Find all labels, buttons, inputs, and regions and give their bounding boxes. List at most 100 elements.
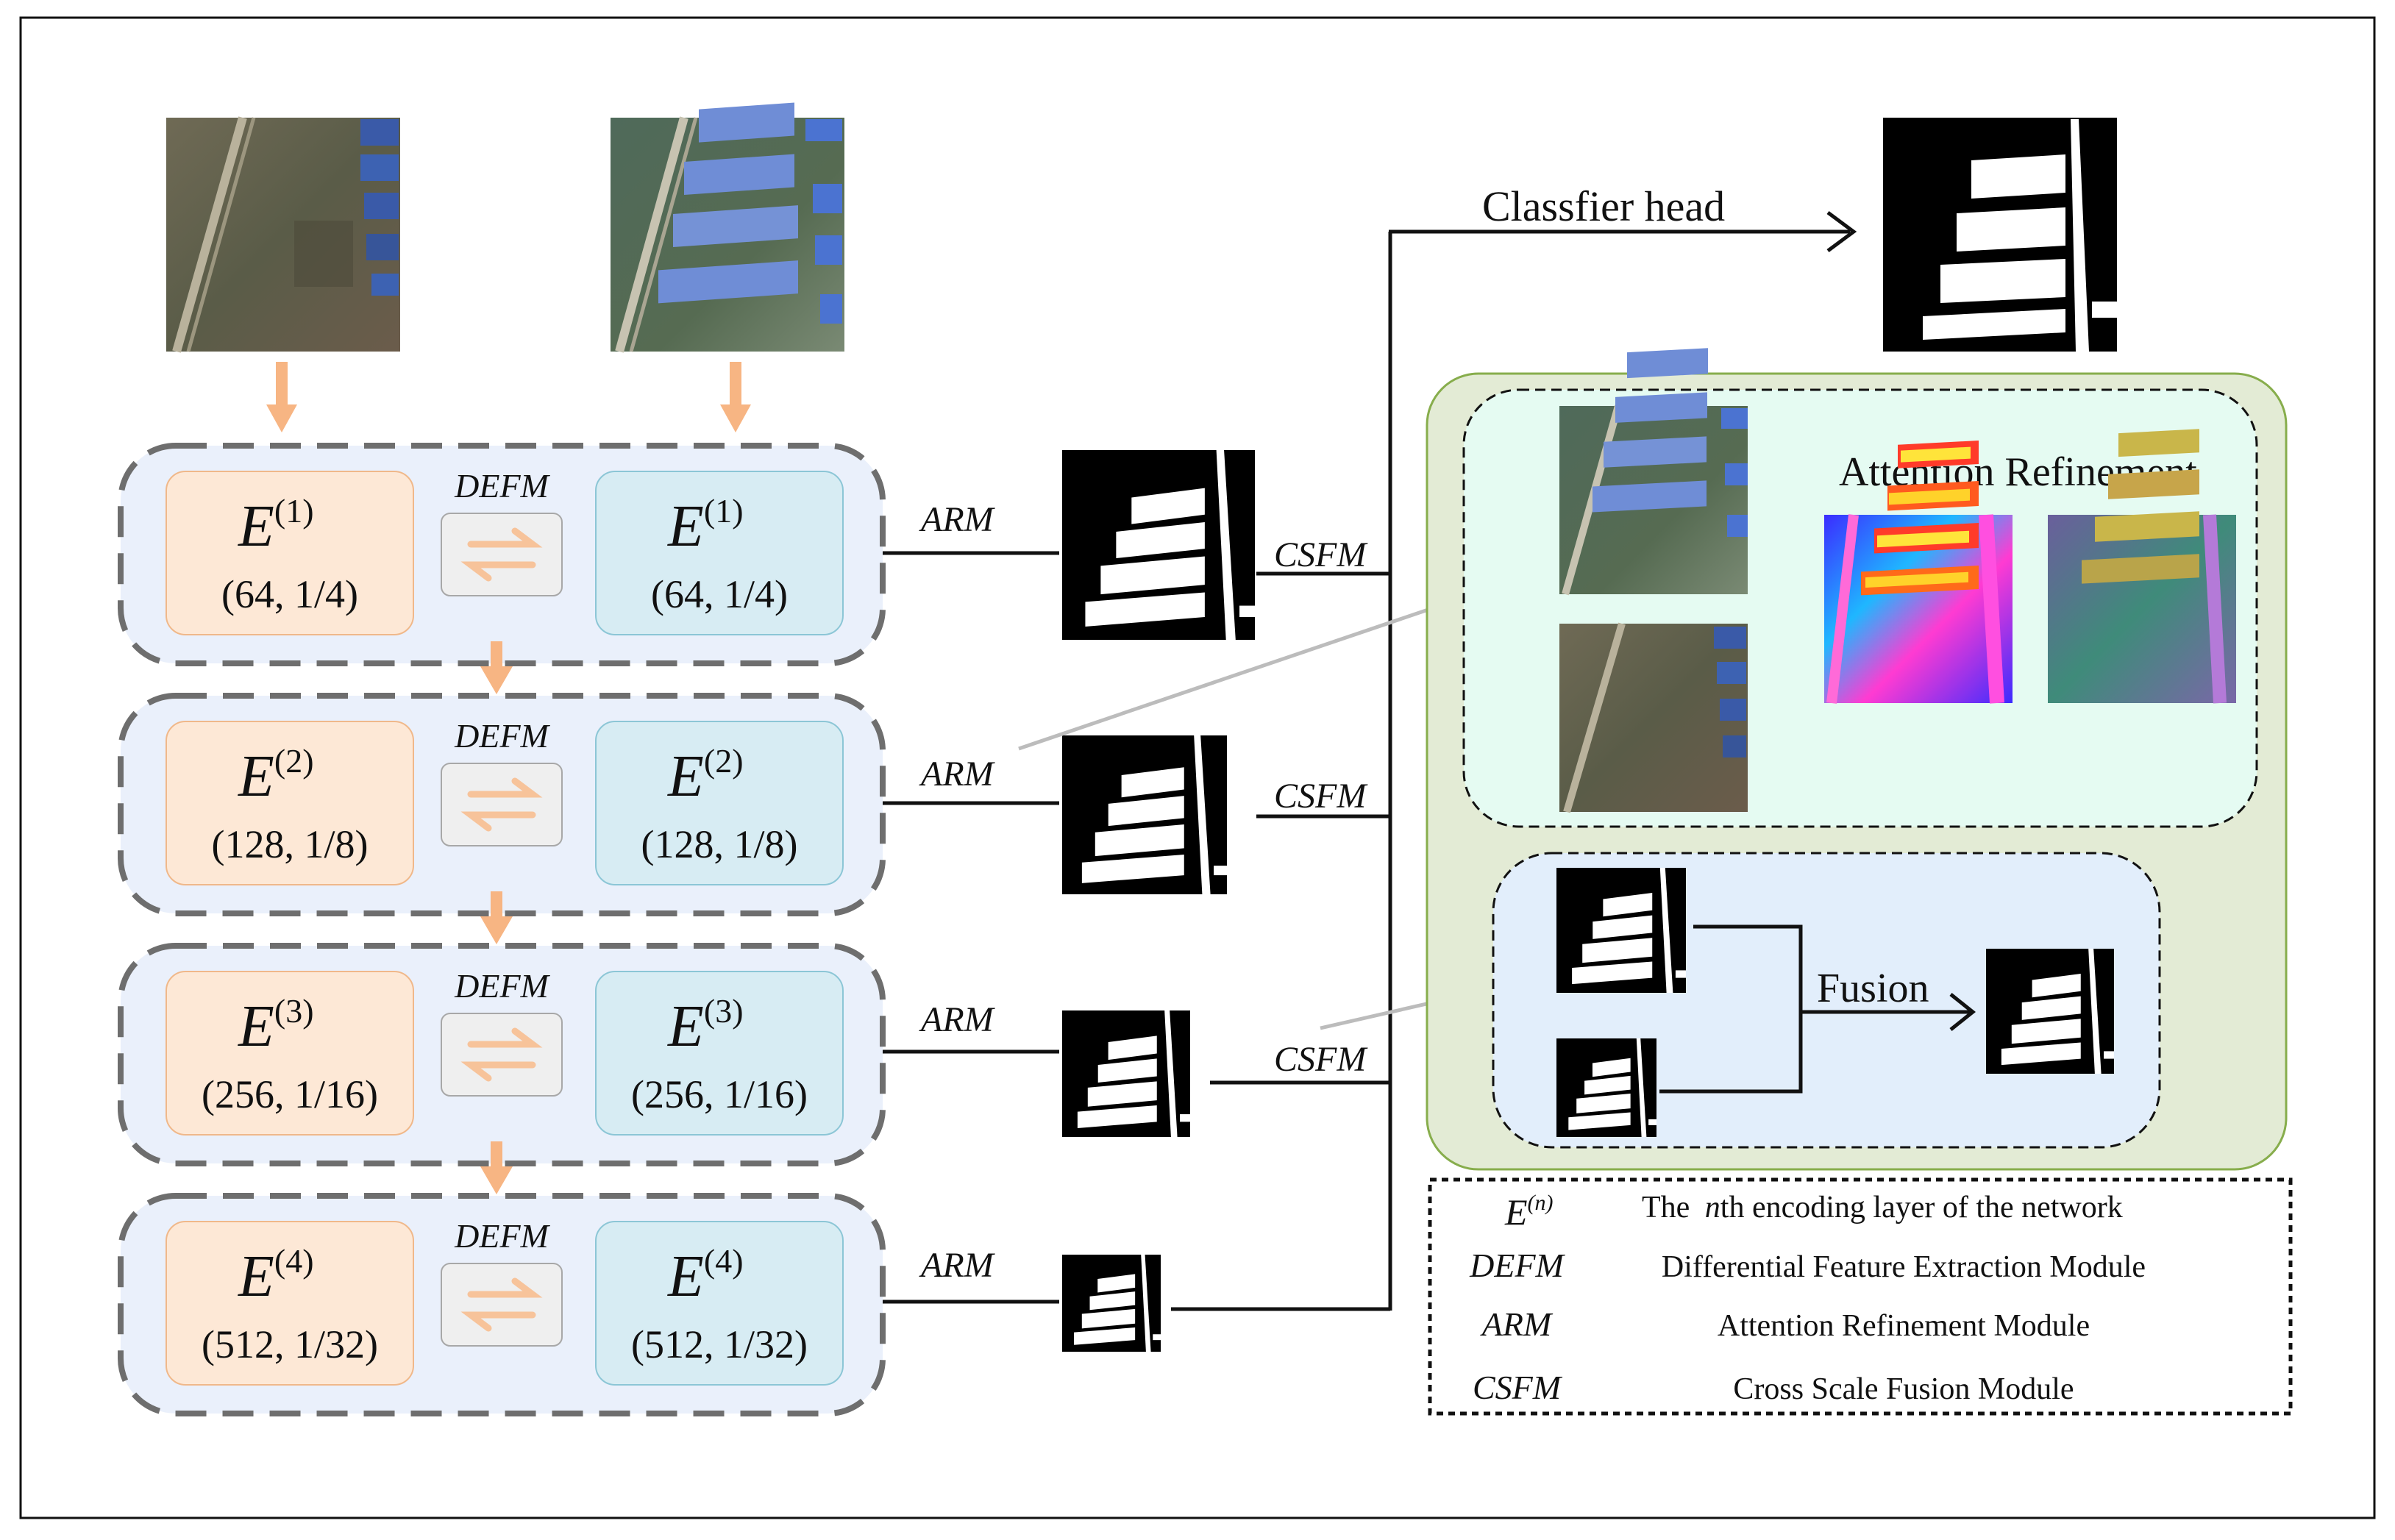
arm-label-4: ARM xyxy=(919,1246,996,1285)
bidirectional-arrows-icon xyxy=(460,1027,543,1082)
attention-input-t2 xyxy=(1559,348,1748,596)
arm-mask-3 xyxy=(1062,1010,1190,1137)
encoder-superscript: (4) xyxy=(704,1242,744,1280)
encoder-pre-4: E(4)(512, 1/32) xyxy=(166,1221,414,1386)
encoder-symbol: E(1) xyxy=(238,492,314,559)
encoder-symbol: E(3) xyxy=(238,992,314,1059)
encoder-symbol: E(4) xyxy=(238,1242,314,1309)
legend-symbol: ARM xyxy=(1480,1305,1554,1343)
encoder-box xyxy=(166,971,414,1136)
arm-label-2: ARM xyxy=(919,755,996,794)
encoder-symbol-letter: E xyxy=(667,994,704,1059)
input-image-t1 xyxy=(166,116,400,353)
encoder-box xyxy=(166,721,414,885)
legend-description: Cross Scale Fusion Module xyxy=(1733,1372,2074,1406)
input-image-t2 xyxy=(611,102,844,353)
csfm-labels: CSFM CSFM CSFM xyxy=(1274,535,1368,1079)
encoder-symbol-letter: E xyxy=(667,494,704,559)
output-mask xyxy=(1883,118,2117,352)
attention-heatmap xyxy=(1824,441,2013,704)
stage-arrow-1-2 xyxy=(480,641,513,694)
bidirectional-arrows-icon xyxy=(460,777,543,832)
encoder-symbol: E(3) xyxy=(667,992,744,1059)
svg-text:E(n): E(n) xyxy=(1504,1191,1554,1233)
encoder-spec: (512, 1/32) xyxy=(631,1322,808,1366)
legend-box xyxy=(1428,1177,2293,1416)
encoder-box xyxy=(595,471,844,635)
legend-row-encoding: E(n) The nth encoding layer of the netwo… xyxy=(1504,1191,2123,1233)
encoder-spec: (64, 1/4) xyxy=(221,572,358,616)
encoder-stage-1: E(1)(64, 1/4)E(1)(64, 1/4)DEFM xyxy=(118,443,886,666)
legend-description: Attention Refinement Module xyxy=(1718,1309,2090,1343)
arm-label-1: ARM xyxy=(919,500,996,539)
encoder-superscript: (2) xyxy=(274,742,314,780)
encoder-symbol-letter: E xyxy=(238,744,274,809)
arm-mask-2 xyxy=(1062,735,1227,894)
encoder-stage-4: E(4)(512, 1/32)E(4)(512, 1/32)DEFM xyxy=(118,1193,886,1416)
encoder-spec: (64, 1/4) xyxy=(651,572,788,616)
encoder-superscript: (4) xyxy=(274,1242,314,1280)
defm-box xyxy=(441,1263,563,1347)
encoder-symbol-letter: E xyxy=(667,744,704,809)
legend-row-arm: ARM Attention Refinement Module xyxy=(1480,1305,2090,1343)
encoder-symbol: E(2) xyxy=(667,742,744,809)
attention-overlay xyxy=(2048,429,2236,704)
csfm-label-3: CSFM xyxy=(1274,1040,1368,1079)
legend-symbol: DEFM xyxy=(1469,1247,1565,1284)
encoder-superscript: (2) xyxy=(704,742,744,780)
encoder-superscript: (1) xyxy=(274,492,314,530)
legend-encoding-symbol: E xyxy=(1504,1191,1528,1233)
legend-encoding-sup: (n) xyxy=(1528,1191,1554,1215)
encoder-box xyxy=(166,1221,414,1386)
arm-mask-4 xyxy=(1062,1255,1161,1352)
encoder-pre-2: E(2) (128, 1/8) xyxy=(166,721,414,885)
encoder-pre-3: E(3) (256, 1/16) xyxy=(166,971,414,1136)
encoder-superscript: (3) xyxy=(274,992,314,1030)
defm-box xyxy=(441,763,563,846)
encoder-superscript: (1) xyxy=(704,492,744,530)
encoder-box xyxy=(166,471,414,635)
legend-encoding-pre: The xyxy=(1642,1191,1690,1224)
encoder-spec: (256, 1/16) xyxy=(631,1072,808,1116)
encoder-post-1: E(1) (64, 1/4) xyxy=(595,471,844,635)
encoder-symbol-letter: E xyxy=(238,1244,274,1309)
encoder-superscript: (3) xyxy=(704,992,744,1030)
defm-module-1: DEFM xyxy=(441,467,563,596)
fusion-connections xyxy=(1659,924,1976,1094)
attention-input-t1 xyxy=(1559,622,1748,813)
encoder-spec: (128, 1/8) xyxy=(212,822,369,866)
stage-arrow-3-4 xyxy=(480,1141,513,1194)
encoder-pre-1: E(1) (64, 1/4) xyxy=(166,471,414,635)
encoder-symbol: E(1) xyxy=(667,492,744,559)
classifier-head-label: Classfier head xyxy=(1482,182,1725,230)
stage-arrow-2-3 xyxy=(480,891,513,944)
defm-label: DEFM xyxy=(454,717,550,755)
input-arrow-t2 xyxy=(720,362,751,432)
csfm-label-2: CSFM xyxy=(1274,777,1368,816)
encoder-post-2: E(2)(128, 1/8) xyxy=(595,721,844,885)
encoder-stage-3: E(3)(256, 1/16)E(3)(256, 1/16)DEFM xyxy=(118,943,886,1166)
defm-box xyxy=(441,1013,563,1097)
encoder-post-4: E(4)(512, 1/32) xyxy=(595,1221,844,1386)
legend-encoding-post: th encoding layer of the network xyxy=(1720,1191,2123,1224)
fusion-input-mask-large xyxy=(1556,868,1686,993)
defm-module-2: DEFM xyxy=(441,717,563,846)
encoder-spec: (256, 1/16) xyxy=(202,1072,378,1116)
defm-module-4: DEFM xyxy=(441,1217,563,1347)
input-arrow-t1 xyxy=(266,362,297,432)
fusion-label: Fusion xyxy=(1817,966,1929,1011)
encoder-symbol-letter: E xyxy=(238,494,274,559)
fusion-output-mask xyxy=(1986,949,2114,1074)
defm-label: DEFM xyxy=(454,967,550,1005)
encoder-post-3: E(3) (256, 1/16) xyxy=(595,971,844,1136)
defm-label: DEFM xyxy=(454,467,550,505)
encoder-box xyxy=(595,971,844,1136)
encoder-stage-2: E(2)(128, 1/8)E(2)(128, 1/8)DEFM xyxy=(118,693,886,916)
arm-mask-1 xyxy=(1062,450,1255,640)
defm-box xyxy=(441,513,563,596)
defm-module-3: DEFM xyxy=(441,967,563,1097)
csfm-label-1: CSFM xyxy=(1274,535,1368,574)
bidirectional-arrows-icon xyxy=(460,1277,543,1332)
csfm-connections xyxy=(1171,210,1857,1311)
